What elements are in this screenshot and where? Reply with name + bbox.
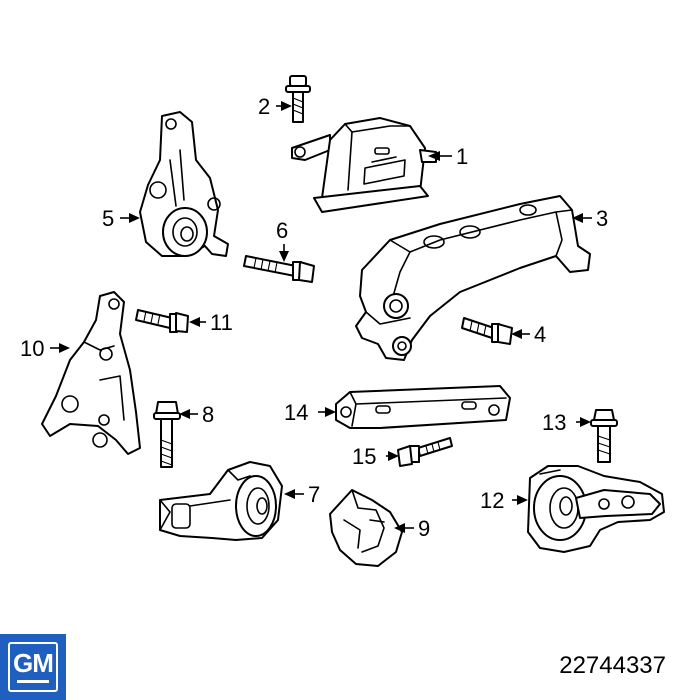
callout-14: 14 (284, 400, 336, 425)
svg-text:11: 11 (210, 310, 233, 335)
callout-6: 6 (276, 218, 289, 262)
svg-text:6: 6 (276, 218, 288, 243)
callout-5: 5 (102, 206, 140, 231)
part-8-bolt (153, 401, 181, 468)
part-13-bolt (590, 409, 618, 463)
callout-12: 12 (480, 488, 528, 513)
part-10-bracket (41, 291, 141, 455)
svg-text:8: 8 (202, 402, 214, 427)
callout-8: 8 (179, 402, 214, 427)
svg-text:3: 3 (596, 206, 608, 231)
svg-text:15: 15 (352, 444, 376, 469)
part-6-bolt (243, 255, 315, 283)
callout-3: 3 (572, 206, 608, 231)
part-number: 22744337 (559, 652, 666, 679)
svg-text:1: 1 (456, 144, 468, 169)
callout-1: 1 (428, 144, 468, 169)
callout-10: 10 (20, 336, 70, 361)
svg-text:5: 5 (102, 206, 114, 231)
part-7-trans-mount (159, 461, 283, 541)
callout-11: 11 (189, 310, 233, 335)
part-12-mount (527, 465, 665, 553)
part-1-engine-mount (291, 117, 437, 213)
callout-2: 2 (258, 94, 292, 119)
svg-text:2: 2 (258, 94, 270, 119)
svg-text:7: 7 (308, 482, 320, 507)
callout-13: 13 (542, 410, 591, 435)
part-3-mount-bracket (355, 195, 591, 361)
svg-text:9: 9 (418, 516, 430, 541)
part-11-bolt (135, 309, 189, 333)
svg-text:12: 12 (480, 488, 504, 513)
svg-text:13: 13 (542, 410, 566, 435)
part-2-bolt (285, 75, 311, 123)
part-14-strap (335, 385, 511, 429)
svg-text:14: 14 (284, 400, 308, 425)
callout-15: 15 (352, 444, 399, 469)
part-4-bolt (461, 317, 513, 345)
callout-9: 9 (394, 516, 430, 541)
part-9-shield (329, 489, 403, 567)
svg-text:10: 10 (20, 336, 44, 361)
callout-4: 4 (511, 322, 546, 347)
gm-logo-text: GM (13, 648, 54, 678)
gm-logo: GM (0, 634, 66, 700)
part-5-bracket (139, 111, 229, 257)
svg-text:4: 4 (534, 322, 546, 347)
part-15-bolt (397, 437, 453, 467)
callout-7: 7 (284, 482, 320, 507)
